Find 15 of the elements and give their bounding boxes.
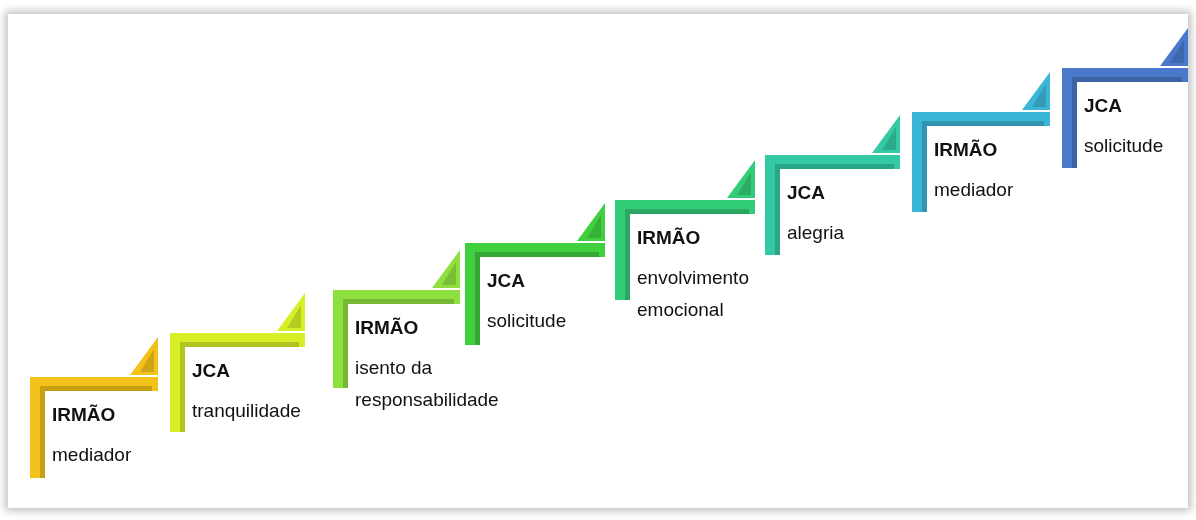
step-description: envolvimento emocional: [637, 266, 750, 322]
step-heading: IRMÃO: [52, 403, 117, 427]
step-description: alegria: [787, 221, 846, 245]
step-heading: IRMÃO: [934, 138, 999, 162]
step-description: isento da responsabilidade: [355, 356, 500, 412]
step-description: solicitude: [1084, 134, 1165, 158]
step-heading: JCA: [192, 359, 231, 383]
step-heading: JCA: [1084, 94, 1123, 118]
step-description: mediador: [934, 178, 1015, 202]
step-heading: JCA: [487, 269, 526, 293]
step-heading: JCA: [787, 181, 826, 205]
step-heading: IRMÃO: [637, 226, 702, 250]
step-description: tranquilidade: [192, 399, 302, 423]
step-description: mediador: [52, 443, 133, 467]
step-description: solicitude: [487, 309, 568, 333]
